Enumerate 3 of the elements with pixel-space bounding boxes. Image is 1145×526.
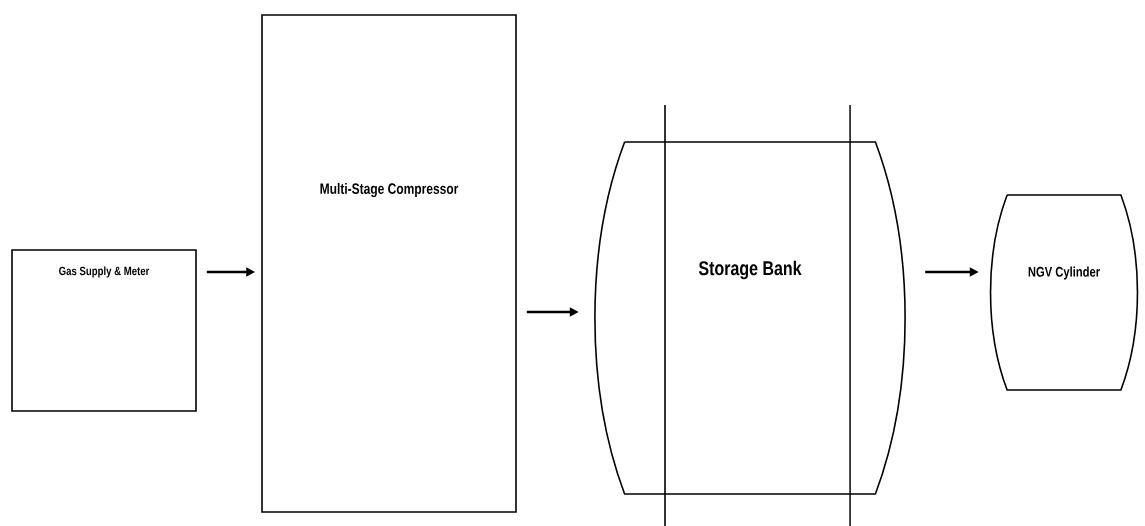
process-box: Multi-Stage Compressor [261, 14, 517, 513]
vessel-shape: NGV Cylinder [989, 194, 1139, 391]
process-box: Gas Supply & Meter [11, 249, 197, 412]
